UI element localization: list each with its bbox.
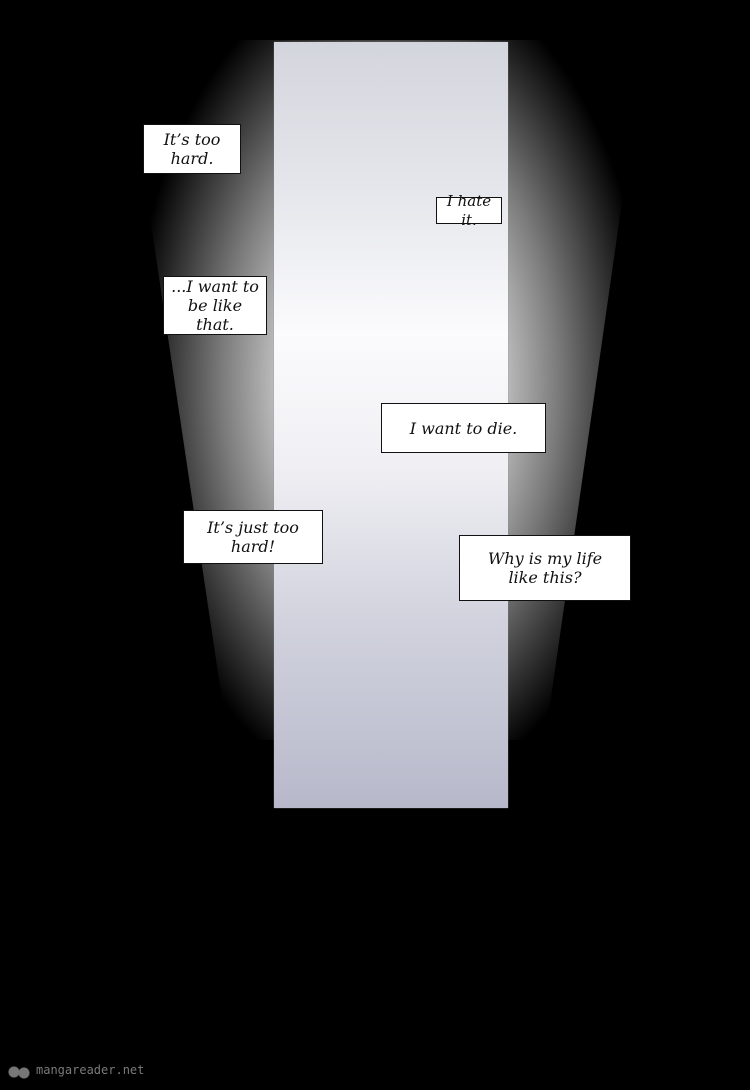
caption-box: It’s just too hard! xyxy=(183,510,323,564)
caption-box: It’s too hard. xyxy=(143,124,241,174)
caption-box: I hate it. xyxy=(436,192,502,229)
watermark-logo-icon xyxy=(4,1060,32,1080)
caption-box: Why is my life like this? xyxy=(459,535,631,601)
caption-box: ...I want to be like that. xyxy=(163,276,267,335)
watermark-text: mangareader.net xyxy=(36,1063,145,1077)
watermark: mangareader.net xyxy=(4,1060,144,1080)
caption-box: I want to die. xyxy=(381,403,546,453)
